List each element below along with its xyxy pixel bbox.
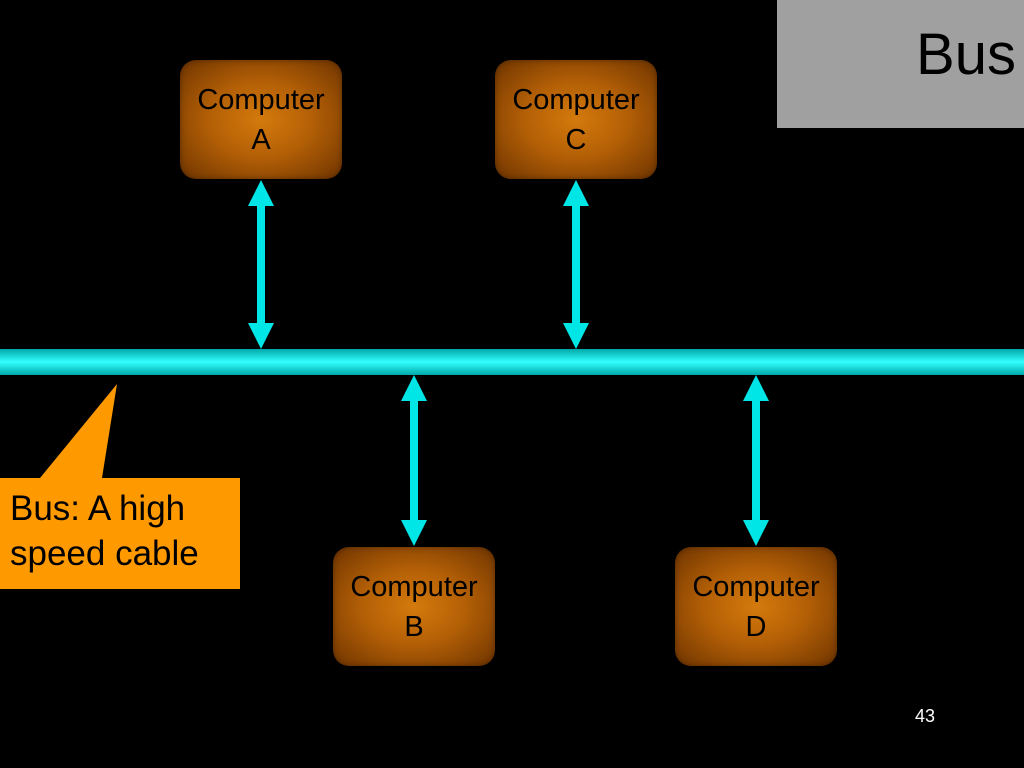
slide-title: Bus [916, 22, 1016, 87]
computer-b-label: Computer [350, 570, 478, 603]
computer-a-node: Computer A [180, 60, 342, 179]
computer-d-letter: D [745, 610, 767, 643]
title-box: Bus [777, 0, 1024, 128]
page-number: 43 [914, 706, 936, 726]
arrow-computer-c [563, 180, 589, 349]
computer-a-label: Computer [197, 83, 325, 116]
callout-shape [0, 384, 240, 589]
computer-b-letter: B [404, 610, 424, 643]
computer-c-letter: C [565, 123, 587, 156]
callout-label: Bus: A high speed cable [0, 478, 240, 589]
computer-d-node: Computer D [675, 547, 837, 666]
arrow-computer-d [743, 375, 769, 546]
arrow-computer-a [248, 180, 274, 349]
bus-cable [0, 349, 1024, 375]
arrow-computer-b [401, 375, 427, 546]
computer-d-label: Computer [692, 570, 820, 603]
computer-c-node: Computer C [495, 60, 657, 179]
computer-b-node: Computer B [333, 547, 495, 666]
computer-c-label: Computer [512, 83, 640, 116]
callout-line-1: Bus: A high [10, 489, 186, 528]
callout-line-2: speed cable [10, 534, 199, 573]
computer-a-letter: A [251, 123, 271, 156]
